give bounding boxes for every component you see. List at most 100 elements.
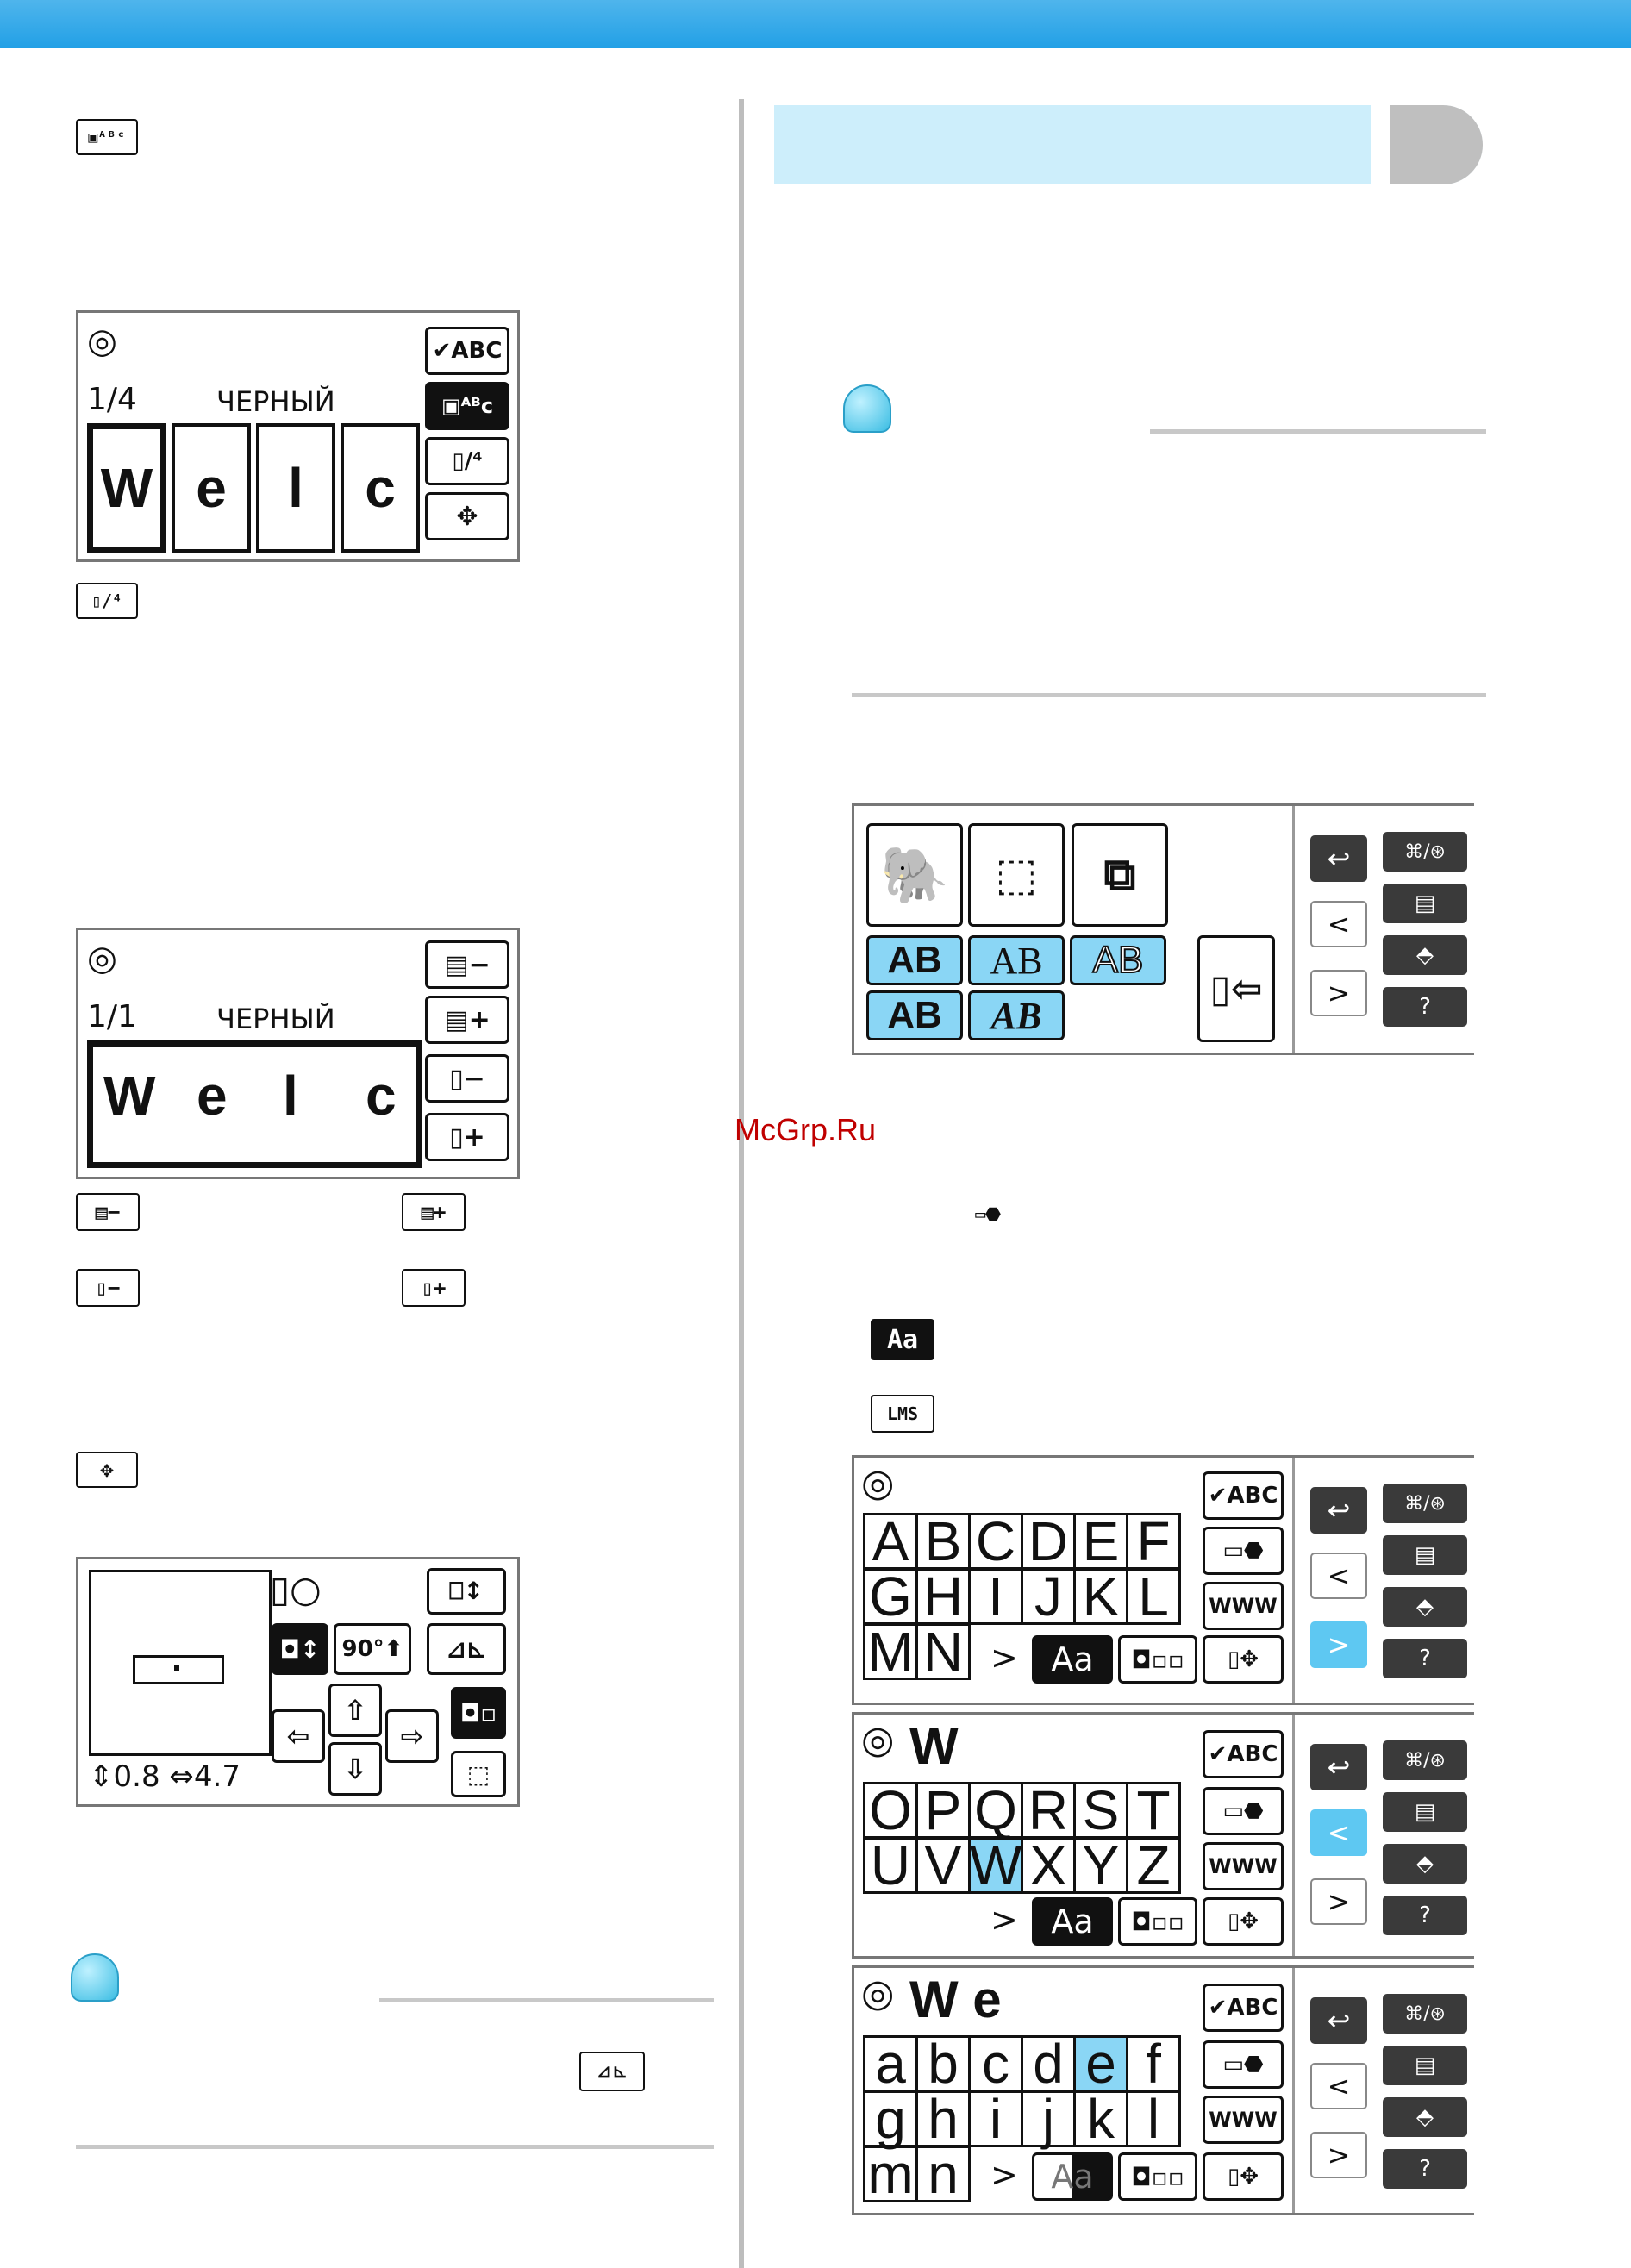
key[interactable]: c <box>968 2033 1023 2095</box>
trial-button[interactable]: ⬚ <box>451 1751 506 1797</box>
move-right-button[interactable]: ⇨ <box>385 1709 439 1763</box>
stitch-button[interactable]: WWW <box>1203 1842 1284 1890</box>
check-abc-button[interactable]: ✔ABC <box>425 327 509 375</box>
key[interactable]: B <box>915 1510 971 1572</box>
size-toggle-button[interactable]: ◘↕ <box>272 1623 328 1675</box>
help-icon[interactable]: ? <box>1383 2149 1467 2189</box>
help-icon[interactable]: ? <box>1383 1639 1467 1678</box>
key[interactable]: g <box>863 2088 918 2150</box>
mirror-button[interactable]: ⊿⊾ <box>427 1623 506 1675</box>
move-button[interactable]: ▯✥ <box>1203 1635 1284 1684</box>
key[interactable]: N <box>915 1621 971 1683</box>
next-page-button[interactable]: > <box>1310 1878 1367 1925</box>
flip-vertical-button[interactable]: ⎕↕ <box>427 1568 506 1615</box>
key[interactable]: H <box>915 1565 971 1628</box>
case-toggle-button[interactable]: Aa <box>1032 1897 1113 1946</box>
font-edit-button[interactable]: ▭⬣ <box>1203 1787 1284 1835</box>
prev-page-button[interactable]: < <box>1310 1553 1367 1599</box>
prev-page-button[interactable]: < <box>1310 2063 1367 2109</box>
letter-cell[interactable]: W <box>87 423 166 553</box>
key[interactable]: F <box>1126 1510 1181 1572</box>
key[interactable]: I <box>968 1565 1023 1628</box>
key[interactable]: f <box>1126 2033 1181 2095</box>
key[interactable]: a <box>863 2033 918 2095</box>
manual-icon[interactable]: ▤ <box>1383 1535 1467 1575</box>
font-edit-button[interactable]: ▭⬣ <box>1203 1527 1284 1575</box>
key[interactable]: m <box>863 2143 918 2205</box>
density-increase-button[interactable]: ▯+ <box>425 1113 509 1161</box>
font-option-1[interactable]: AB <box>866 935 963 985</box>
key[interactable]: X <box>1021 1834 1076 1896</box>
move-down-button[interactable]: ⇩ <box>328 1742 382 1796</box>
key[interactable]: G <box>863 1565 918 1628</box>
spacing-decrease-button[interactable]: ▤− <box>425 940 509 989</box>
stitch-button[interactable]: WWW <box>1203 2096 1284 2144</box>
font-edit-button[interactable]: ▭⬣ <box>1203 2040 1284 2089</box>
stitch-button[interactable]: WWW <box>1203 1582 1284 1630</box>
memory-icon[interactable]: ⬘ <box>1383 935 1467 975</box>
memory-icon[interactable]: ⬘ <box>1383 1844 1467 1884</box>
key[interactable]: A <box>863 1510 918 1572</box>
move-button[interactable]: ▯✥ <box>1203 2152 1284 2201</box>
back-button[interactable]: ↩ <box>1310 835 1367 882</box>
letter-cell[interactable]: c <box>341 423 420 553</box>
elephant-pattern-icon[interactable]: 🐘 <box>866 823 963 927</box>
mode-switch-icon[interactable]: ⌘/⊛ <box>1383 1740 1467 1780</box>
case-toggle-button[interactable]: Aa <box>1032 2152 1113 2201</box>
memory-pattern-icon[interactable]: ⧉ <box>1072 823 1168 927</box>
spacing-increase-button[interactable]: ▤+ <box>425 996 509 1044</box>
next-page-button[interactable]: > <box>1310 2132 1367 2178</box>
key[interactable]: j <box>1021 2088 1076 2150</box>
back-button[interactable]: ↩ <box>1310 1997 1367 2044</box>
frame-button[interactable]: ◘▫ <box>451 1687 506 1739</box>
next-letters-button[interactable]: > <box>990 1901 1018 1939</box>
next-letters-button[interactable]: > <box>990 1639 1018 1677</box>
key[interactable]: P <box>915 1779 971 1841</box>
size-button[interactable]: ◘▫▫ <box>1118 1897 1197 1946</box>
next-page-button[interactable]: > <box>1310 970 1367 1016</box>
move-button[interactable]: ✥ <box>425 492 509 540</box>
key[interactable]: Q <box>968 1779 1023 1841</box>
mode-switch-icon[interactable]: ⌘/⊛ <box>1383 832 1467 872</box>
key[interactable]: E <box>1073 1510 1128 1572</box>
thread-density-button[interactable]: ▯/⁴ <box>425 437 509 485</box>
key[interactable]: D <box>1021 1510 1076 1572</box>
key[interactable]: h <box>915 2088 971 2150</box>
font-option-3[interactable]: AB <box>1070 935 1166 985</box>
key[interactable]: k <box>1073 2088 1128 2150</box>
memory-icon[interactable]: ⬘ <box>1383 2097 1467 2137</box>
key[interactable]: Y <box>1073 1834 1128 1896</box>
key[interactable]: Z <box>1126 1834 1181 1896</box>
key[interactable]: J <box>1021 1565 1076 1628</box>
key[interactable]: n <box>915 2143 971 2205</box>
check-abc-button[interactable]: ✔ABC <box>1203 1984 1284 2032</box>
prev-page-button[interactable]: < <box>1310 901 1367 947</box>
move-left-button[interactable]: ⇦ <box>272 1709 325 1763</box>
manual-icon[interactable]: ▤ <box>1383 884 1467 923</box>
font-option-5[interactable]: AB <box>968 990 1065 1040</box>
key[interactable]: K <box>1073 1565 1128 1628</box>
key[interactable]: d <box>1021 2033 1076 2095</box>
next-letters-button[interactable]: > <box>990 2156 1018 2194</box>
machine-return-button[interactable]: ▯⇦ <box>1197 935 1275 1042</box>
key[interactable]: V <box>915 1834 971 1896</box>
key-highlighted[interactable]: e <box>1073 2033 1128 2095</box>
key[interactable]: R <box>1021 1779 1076 1841</box>
key[interactable]: L <box>1126 1565 1181 1628</box>
prev-page-button[interactable]: < <box>1310 1809 1367 1856</box>
key[interactable]: T <box>1126 1779 1181 1841</box>
size-button[interactable]: ◘▫▫ <box>1118 1635 1197 1684</box>
size-button[interactable]: ◘▫▫ <box>1118 2152 1197 2201</box>
font-option-2[interactable]: AB <box>968 935 1065 985</box>
key[interactable]: l <box>1126 2088 1181 2150</box>
move-up-button[interactable]: ⇧ <box>328 1684 382 1737</box>
key[interactable]: U <box>863 1834 918 1896</box>
key-highlighted[interactable]: W <box>968 1834 1023 1896</box>
key[interactable]: O <box>863 1779 918 1841</box>
rotate-button[interactable]: 90°⬆ <box>334 1623 411 1675</box>
next-page-button[interactable]: > <box>1310 1621 1367 1668</box>
help-icon[interactable]: ? <box>1383 1896 1467 1935</box>
move-button[interactable]: ▯✥ <box>1203 1897 1284 1946</box>
case-toggle-button[interactable]: Aa <box>1032 1635 1113 1684</box>
letter-cell[interactable]: l <box>256 423 335 553</box>
